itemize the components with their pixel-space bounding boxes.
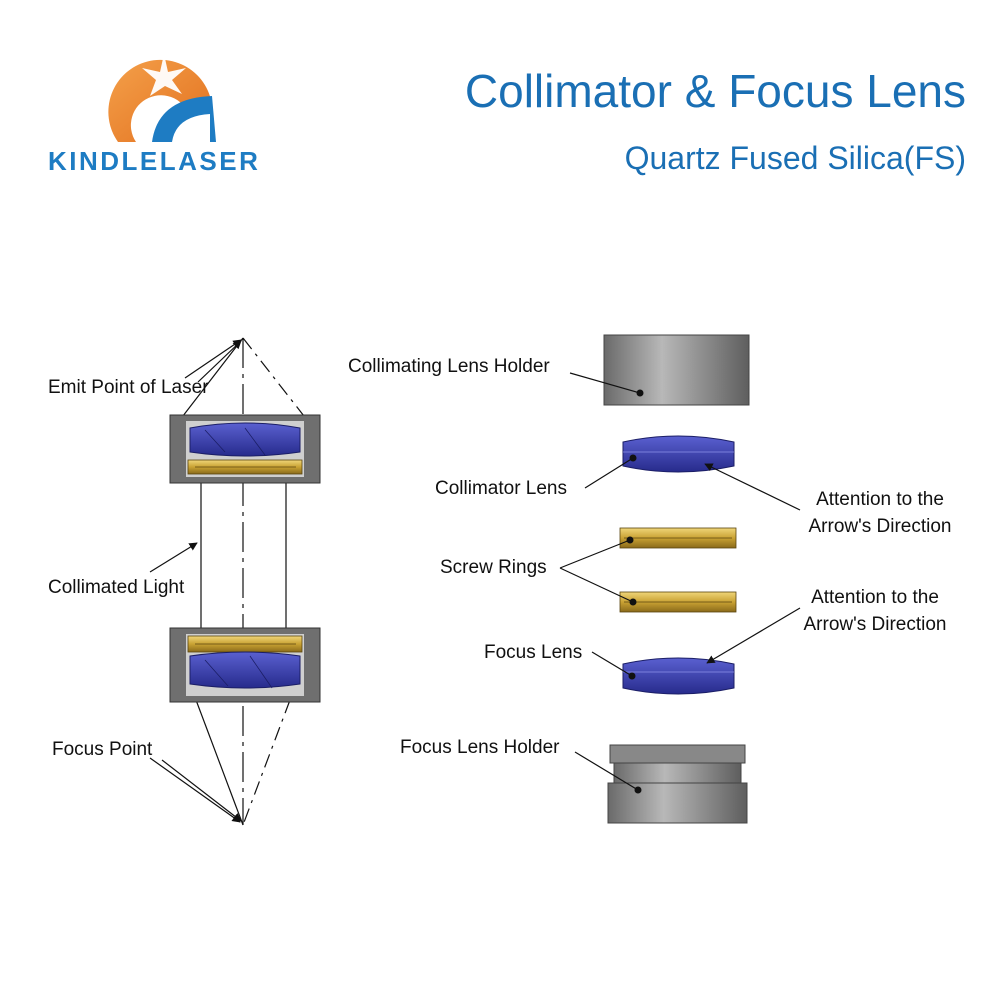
label-screw-rings: Screw Rings xyxy=(440,557,547,578)
kindlelaser-logo-icon xyxy=(108,54,216,142)
left-leaders xyxy=(149,339,242,823)
label-attention-2-line2: Arrow's Direction xyxy=(803,614,947,635)
collimator-lens-part xyxy=(622,435,735,473)
collimator-housing xyxy=(169,414,321,484)
label-collimator-lens: Collimator Lens xyxy=(435,478,567,499)
label-focus-lens: Focus Lens xyxy=(484,642,583,663)
screw-ring-lower-part xyxy=(619,591,737,613)
label-attention-2: Attention to the Arrow's Direction xyxy=(785,584,965,638)
focus-lens-part xyxy=(622,657,735,695)
label-emit-point: Emit Point of Laser xyxy=(48,377,209,398)
screw-ring-upper-part xyxy=(619,527,737,549)
label-focus-point: Focus Point xyxy=(52,739,153,760)
label-attention-1-line2: Arrow's Direction xyxy=(808,516,952,537)
label-collimated-light: Collimated Light xyxy=(48,577,185,598)
right-leaders xyxy=(559,372,801,794)
label-focus-lens-holder: Focus Lens Holder xyxy=(400,737,560,758)
label-attention-1: Attention to the Arrow's Direction xyxy=(790,486,970,540)
page-subtitle: Quartz Fused Silica(FS) xyxy=(624,140,966,176)
focus-lens-holder-part xyxy=(607,744,748,824)
label-attention-2-line1: Attention to the xyxy=(811,587,939,608)
focus-housing xyxy=(169,627,321,703)
label-attention-1-line1: Attention to the xyxy=(816,489,944,510)
page-title: Collimator & Focus Lens xyxy=(464,65,966,117)
brand-name: KINDLELASER xyxy=(48,146,261,176)
label-collimating-lens-holder: Collimating Lens Holder xyxy=(348,356,550,377)
collimating-lens-holder-part xyxy=(603,334,750,406)
optical-path xyxy=(175,337,312,826)
